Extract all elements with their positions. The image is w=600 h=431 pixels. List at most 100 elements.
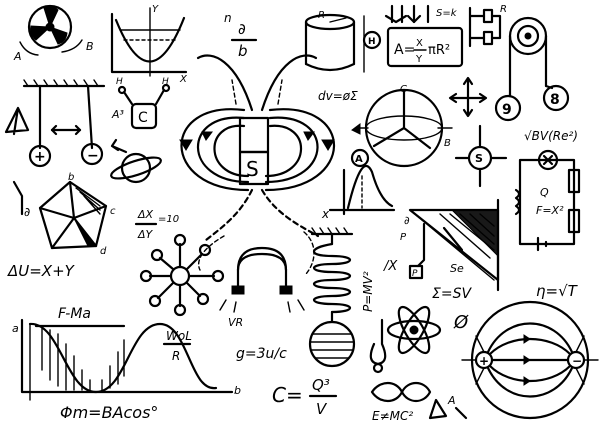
pulley-weight-8: 8 <box>550 92 560 108</box>
field-arc-right <box>303 231 315 275</box>
dipole-field-diagram <box>461 300 599 420</box>
pulley-weight-9: 9 <box>502 102 512 118</box>
planet-arrow <box>110 138 128 154</box>
magnet-pole-n: N <box>246 125 261 149</box>
area-formula-den: Y <box>415 54 423 65</box>
sphere-label-c: C <box>400 84 407 95</box>
sqrt-bv-formula: √BV(Re²) <box>524 129 578 143</box>
circuit-label-q: Q <box>540 186 549 199</box>
cylinder-label-h: H <box>368 37 376 47</box>
c-box-h-left: H <box>116 77 123 87</box>
dxdy-den: ΔY <box>137 228 154 241</box>
area-formula-rest: πR² <box>428 43 450 58</box>
switch-s-icon <box>454 124 508 188</box>
pentagon-label-b: b <box>68 172 74 183</box>
ammeter-label: A <box>355 154 363 165</box>
area-formula-a: A= <box>394 42 415 58</box>
magnet-pole-s: S <box>246 157 259 181</box>
hook-icon <box>369 318 387 374</box>
n-frac-den: b <box>238 42 248 60</box>
c-formula: C= <box>272 383 303 407</box>
c-box-label: C <box>138 110 148 126</box>
p-mv-formula: P=MV² <box>361 271 375 312</box>
wol-den: R <box>172 349 180 363</box>
area-formula-box <box>384 4 464 68</box>
sphere-label-b: B <box>444 138 451 149</box>
parabola-label-x: X <box>179 74 188 85</box>
parabola-label-y: Y <box>152 4 159 15</box>
dv-formula: dv=øΣ <box>318 89 358 103</box>
sphere-arrow <box>351 123 361 135</box>
pentagon-label-d: d <box>100 246 107 257</box>
incline-label-a: ∂ <box>404 214 410 227</box>
pulley-icon <box>494 16 570 122</box>
parabola-graph <box>110 7 188 77</box>
n-frac-num: ∂ <box>238 20 246 38</box>
pentagon-label-a: ∂ <box>24 205 30 219</box>
wave-label-b: b <box>234 384 241 397</box>
pendulum-plus: + <box>34 149 46 165</box>
incline-label-se: Se <box>450 262 464 275</box>
incline-label-p: P <box>400 232 407 243</box>
cylinder-icon <box>304 13 382 73</box>
g-formula: g=3u/c <box>236 346 287 362</box>
n-frac-n: n <box>224 11 232 25</box>
bell-axis-x: x <box>321 207 330 221</box>
small-triangle-icon <box>428 398 448 420</box>
e-mc-formula: E≠MC² <box>372 409 413 423</box>
c-formula-den: V <box>316 400 328 418</box>
wol-label: WoL <box>166 329 192 343</box>
eta-formula: η=√T <box>536 282 579 300</box>
pendulum-minus: − <box>87 148 99 164</box>
f-ma-formula: F-Ma <box>58 306 91 322</box>
vr-label: VR <box>228 316 243 329</box>
pyramid-icon <box>4 106 30 136</box>
slash-x-label: /X <box>383 259 398 274</box>
fan-icon <box>19 4 83 56</box>
s-k-formula: S=k <box>436 8 458 19</box>
dipole-minus: − <box>572 354 582 368</box>
phi-m-formula: Φm=BAcos° <box>60 403 158 422</box>
a-cubed-label: A³ <box>111 108 125 121</box>
dipole-plus: + <box>479 354 489 368</box>
incline-label-p2: P <box>412 269 418 279</box>
pentagon-label-c: c <box>110 206 116 217</box>
incline-plane <box>408 198 500 292</box>
molecule-icon <box>139 233 225 317</box>
circuit-diagram <box>514 149 581 252</box>
wave-label-a: a <box>12 322 19 335</box>
bell-curve-graph <box>328 148 396 216</box>
horseshoe-magnet-icon <box>219 246 305 313</box>
wave-graph <box>20 318 234 401</box>
dxdy-value: =10 <box>158 214 179 225</box>
c-box-h-right: H <box>162 77 169 87</box>
c-box-circuit <box>117 83 171 130</box>
atom-icon <box>386 305 442 355</box>
field-arc-left <box>197 235 225 271</box>
triangle-arrow <box>454 406 468 420</box>
switch-s-label: S <box>475 152 483 165</box>
delta-u-formula: ΔU=X+Y <box>7 262 76 280</box>
triangle-label-a: A <box>447 394 456 407</box>
sphere-diagram <box>355 88 453 168</box>
pentagon-diagram <box>12 180 108 250</box>
spring-weight-icon <box>308 227 356 368</box>
c-formula-num: Q³ <box>312 376 330 394</box>
phi-symbol: Ø <box>453 312 469 333</box>
fan-label-b: B <box>86 40 94 53</box>
direction-cross-icon <box>448 76 488 118</box>
area-formula-num: X <box>416 38 423 49</box>
planet-icon <box>110 152 162 184</box>
resistor-ladder-icon <box>468 6 502 48</box>
cylinder-label-r: R <box>318 10 325 21</box>
fan-label-a: A <box>13 50 22 63</box>
bar-magnet-field <box>179 54 335 242</box>
circuit-formula: F=X² <box>536 204 564 217</box>
sigma-formula: Σ=SV <box>432 286 472 302</box>
resistor-label-r: R <box>500 4 507 15</box>
dxdy-num: ΔX <box>137 208 154 221</box>
pendulum-icon <box>22 79 106 168</box>
infinity-icon <box>370 381 432 403</box>
